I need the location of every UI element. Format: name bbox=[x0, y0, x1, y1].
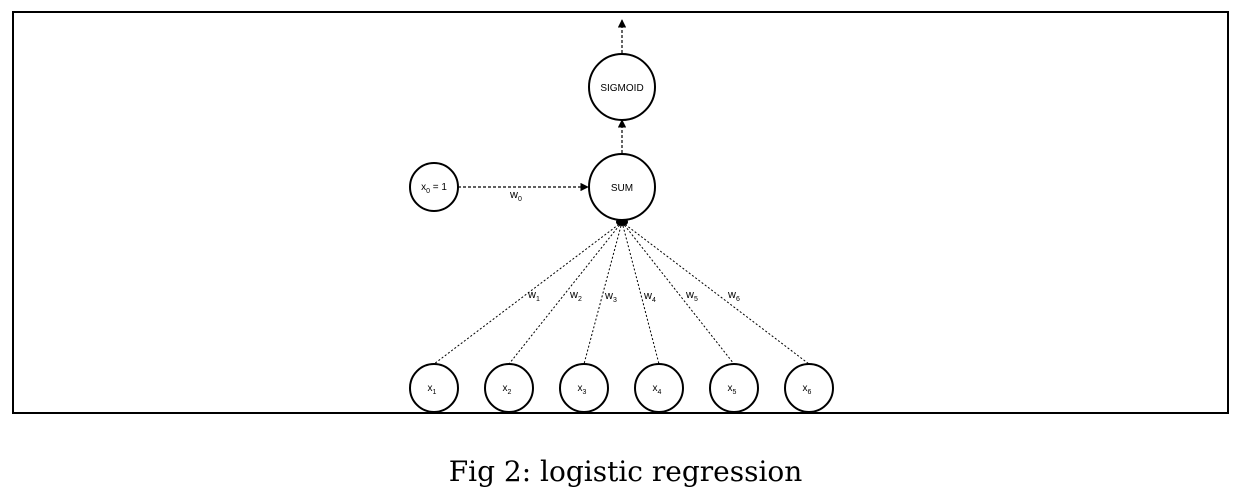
input-node-x3: x3 bbox=[559, 363, 609, 413]
input-edges bbox=[433, 221, 810, 365]
input-node-x5: x5 bbox=[709, 363, 759, 413]
input-label-x1: x1 bbox=[428, 383, 437, 396]
input-node-x2: x2 bbox=[484, 363, 534, 413]
sum-node: SUM bbox=[588, 153, 656, 221]
weight-label-w2: w2 bbox=[569, 289, 582, 303]
input-label-x2: x2 bbox=[503, 383, 512, 396]
weight-label-w4: w4 bbox=[643, 290, 656, 304]
bias-label: x0 = 1 bbox=[421, 182, 447, 195]
input-label-x5: x5 bbox=[728, 383, 737, 396]
input-label-x3: x3 bbox=[578, 383, 587, 396]
input-node-x6: x6 bbox=[784, 363, 834, 413]
diagram-frame bbox=[12, 11, 1229, 414]
input-node-x1: x1 bbox=[409, 363, 459, 413]
input-label-x4: x4 bbox=[653, 383, 662, 396]
weight-label-w1: w1 bbox=[527, 289, 540, 303]
sigmoid-node: SIGMOID bbox=[588, 53, 656, 121]
sigmoid-label: SIGMOID bbox=[600, 83, 643, 94]
figure-caption: Fig 2: logistic regression bbox=[448, 455, 803, 488]
logistic-regression-diagram: SIGMOID SUM x0 = 1 w0 w1 w2 w3 w4 w5 w6 … bbox=[409, 19, 834, 413]
weight-label-w0: w0 bbox=[509, 189, 522, 203]
edge-x3 bbox=[583, 221, 623, 365]
weight-label-w6: w6 bbox=[727, 289, 740, 303]
input-node-x4: x4 bbox=[634, 363, 684, 413]
weight-label-w3: w3 bbox=[604, 290, 617, 304]
edge-x1 bbox=[433, 221, 623, 365]
input-label-x6: x6 bbox=[803, 383, 812, 396]
edge-x5 bbox=[621, 221, 735, 365]
sum-label: SUM bbox=[611, 183, 633, 194]
edge-x4 bbox=[621, 221, 660, 365]
bias-node: x0 = 1 bbox=[409, 162, 459, 212]
weight-label-w5: w5 bbox=[685, 289, 698, 303]
edge-x6 bbox=[621, 221, 810, 365]
